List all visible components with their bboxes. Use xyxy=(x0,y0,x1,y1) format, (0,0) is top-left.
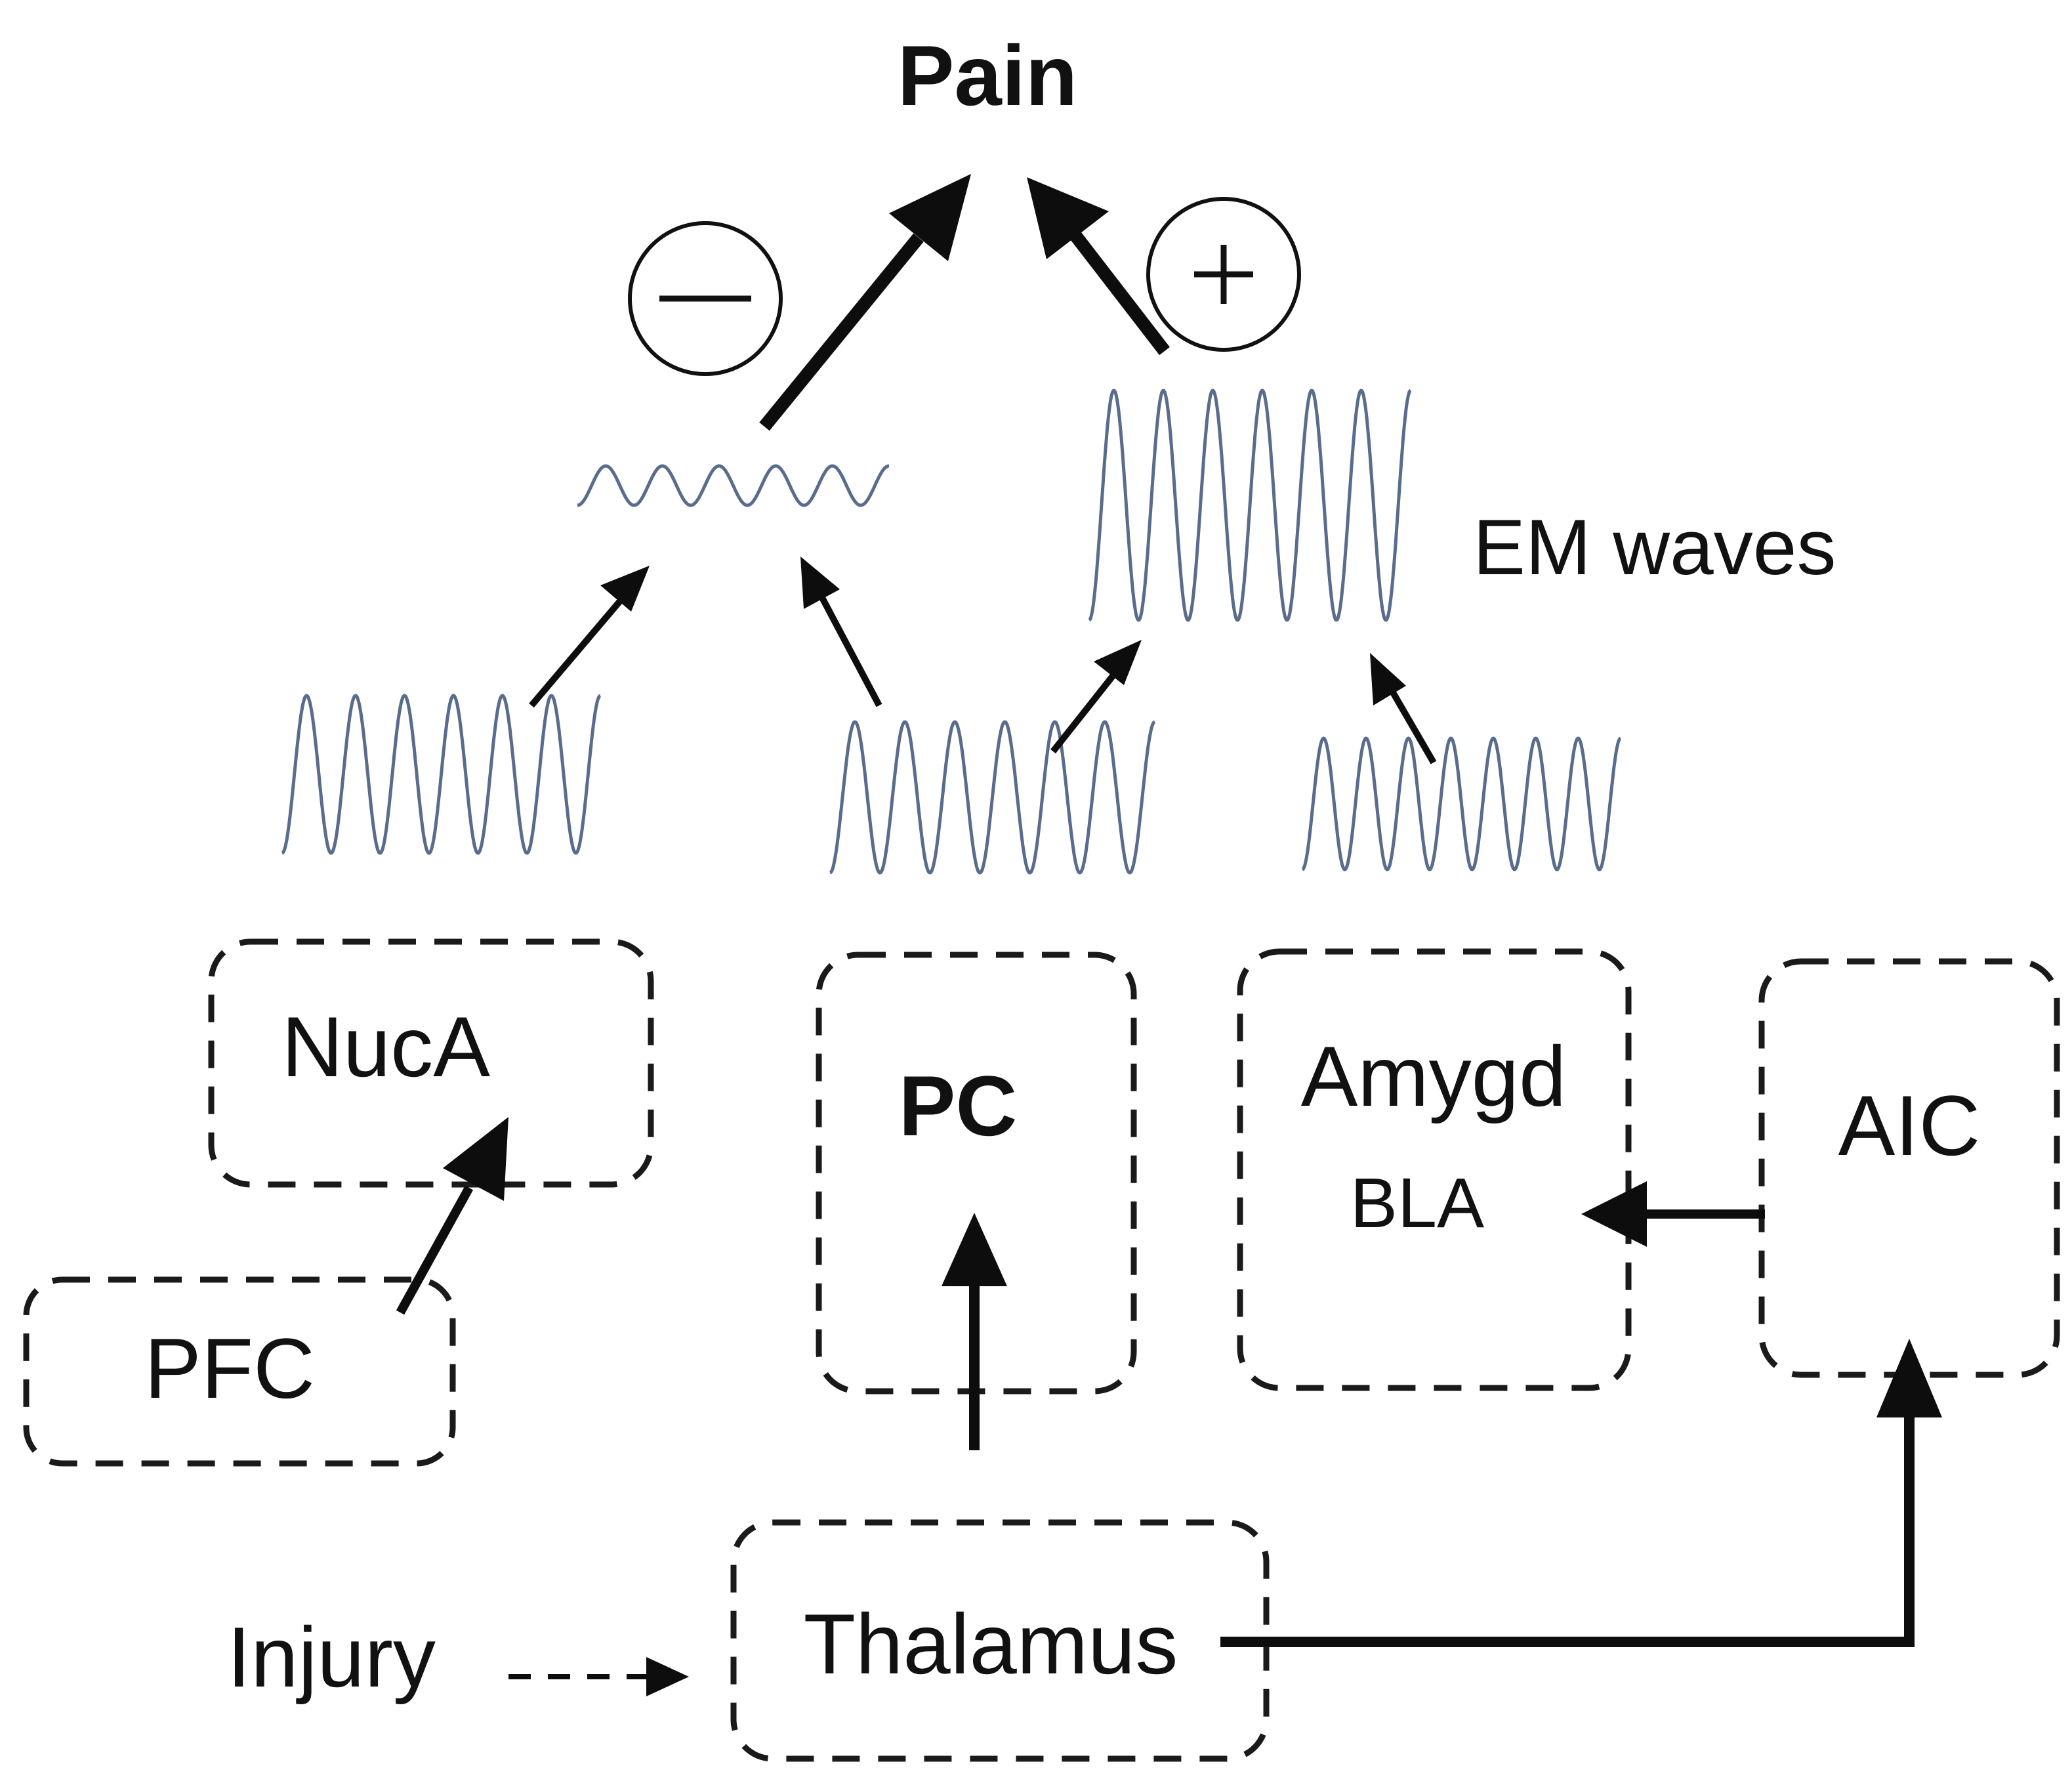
arrow-pc-wave-to-inhibitory-combined xyxy=(800,556,882,707)
arrow-pc-wave-to-excitatory-combined xyxy=(1050,640,1142,754)
wave-amygd xyxy=(1301,736,1622,871)
pain-title: Pain xyxy=(898,28,1078,123)
wave-nuca xyxy=(281,694,602,855)
amygd-label: Amygd xyxy=(1301,1028,1567,1124)
wave-excitatory-combined xyxy=(1088,388,1412,622)
em-wave-traces xyxy=(281,388,1622,875)
node-aic: AIC xyxy=(1758,958,2060,1378)
node-amygd: Amygd BLA xyxy=(1237,948,1632,1391)
wave-pc xyxy=(829,720,1156,875)
injury-label: Injury xyxy=(227,1609,436,1705)
arrow-thalamus-to-aic xyxy=(1220,1339,1942,1647)
arrow-amygd-wave-to-excitatory-combined xyxy=(1370,653,1437,765)
nuca-label: NucA xyxy=(281,999,490,1095)
node-pfc: PFC xyxy=(23,1276,456,1467)
arrow-thalamus-to-pc xyxy=(942,1213,1007,1450)
aic-label: AIC xyxy=(1838,1078,1981,1173)
arrow-aic-to-bla xyxy=(1581,1181,1765,1247)
bla-label: BLA xyxy=(1350,1163,1484,1242)
arrow-to-pain-inhibitory xyxy=(759,174,971,431)
wave-inhibitory-combined xyxy=(576,464,890,507)
em-waves-label: EM waves xyxy=(1473,503,1836,591)
node-thalamus: Thalamus xyxy=(730,1519,1270,1762)
arrow-nuca-wave-to-combined xyxy=(529,566,650,708)
minus-sign-icon xyxy=(628,221,783,376)
thalamus-label: Thalamus xyxy=(804,1596,1178,1692)
arrow-injury-to-thalamus xyxy=(508,1657,689,1696)
pc-label: PC xyxy=(899,1058,1018,1154)
node-nuca: NucA xyxy=(208,938,654,1188)
plus-sign-icon xyxy=(1146,197,1301,352)
pfc-label: PFC xyxy=(144,1320,315,1416)
arrow-to-pain-excitatory xyxy=(1027,177,1170,356)
arrow-pfc-to-nuca xyxy=(396,1117,508,1315)
